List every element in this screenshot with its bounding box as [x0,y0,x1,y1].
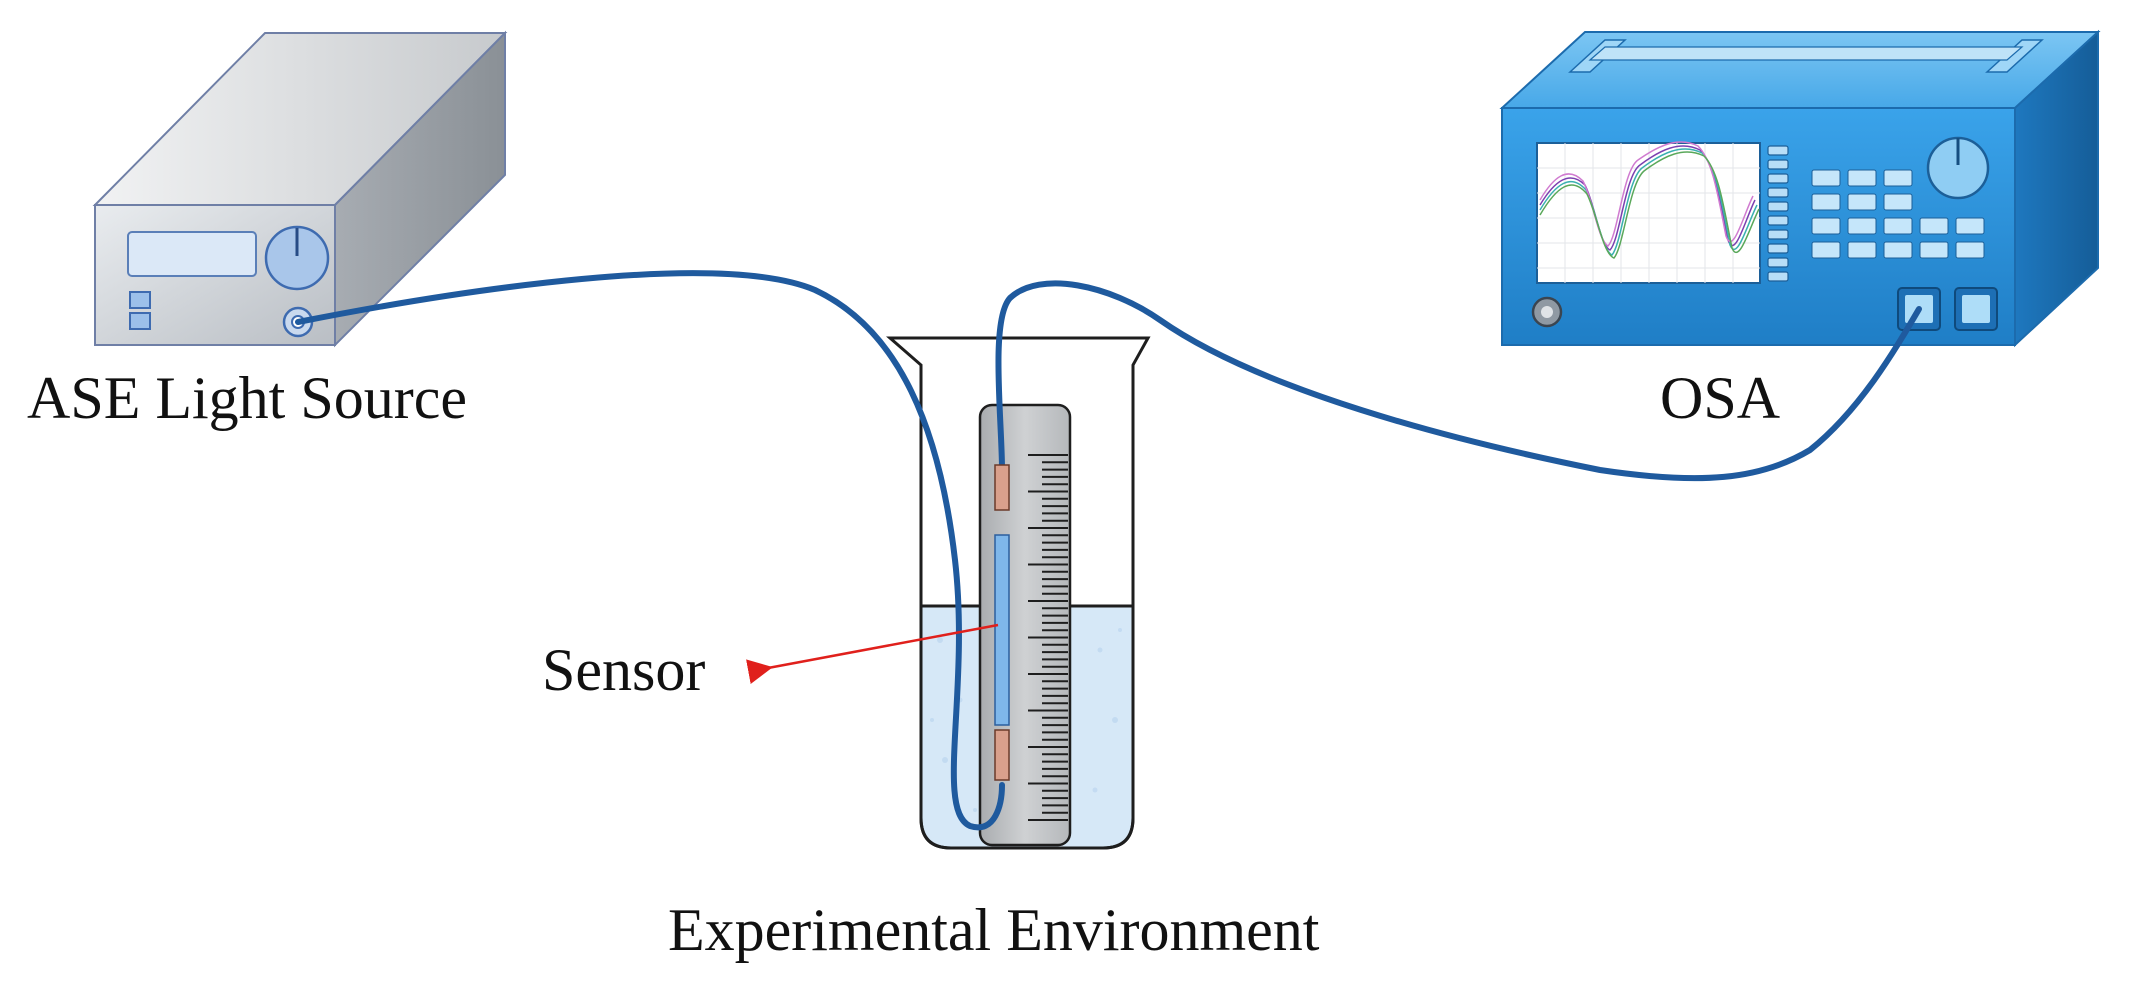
optical-fiber [295,270,1922,831]
knob-icon [264,225,330,291]
ase-light-source-device [92,30,508,348]
optical-spectrum-analyzer-device [1499,29,2101,348]
analyzer-label: OSA [1660,365,1781,431]
sensor-pointer-arrow [746,623,999,684]
switch-icon [129,291,151,309]
environment-label: Experimental Environment [668,897,1320,963]
display-icon [127,231,257,277]
sensor-label: Sensor [542,637,706,703]
keypad-icon [1811,169,1985,259]
sensor-element [994,464,1010,781]
light-source-label: ASE Light Source [27,365,467,431]
